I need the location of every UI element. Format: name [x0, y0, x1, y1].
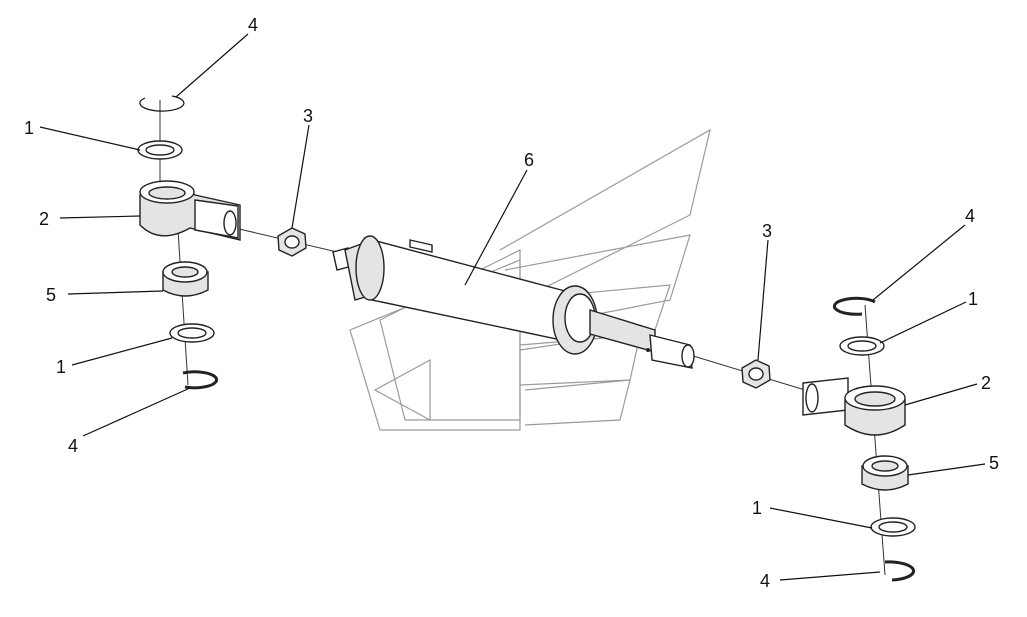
- callout-4-right-top: 4: [965, 206, 975, 226]
- bushing-left: [162, 261, 209, 297]
- hex-nut-right: [741, 359, 771, 389]
- callout-2-left: 2: [39, 209, 49, 229]
- retaining-ring-left-bottom: [182, 370, 219, 390]
- retaining-ring-right-bottom: [884, 560, 915, 582]
- washer-right-top: [839, 336, 885, 356]
- hydraulic-cylinder: [332, 235, 695, 369]
- callout-1-right-top: 1: [968, 289, 978, 309]
- bushing-right: [861, 455, 909, 491]
- callout-3-right: 3: [762, 221, 772, 241]
- callout-2-right: 2: [981, 373, 991, 393]
- callout-4-right-bottom: 4: [760, 571, 770, 591]
- assembly-axis-lines: [159, 100, 886, 576]
- callout-4-left-bottom: 4: [68, 436, 78, 456]
- retaining-ring-left-top: [139, 95, 185, 112]
- callout-6-cylinder: 6: [524, 150, 534, 170]
- callout-5-right: 5: [989, 453, 999, 473]
- callout-3-left: 3: [303, 106, 313, 126]
- callout-4-left-top: 4: [248, 15, 258, 35]
- rod-end-eye-right: [802, 377, 906, 436]
- washer-left-top: [137, 140, 183, 160]
- rod-end-eye-left: [139, 180, 241, 241]
- hex-nut-left: [277, 227, 307, 257]
- callout-1-left-top: 1: [24, 118, 34, 138]
- washer-right-bottom: [870, 517, 916, 537]
- washer-left-bottom: [169, 323, 215, 343]
- callout-labels: 4 1 2 5 1 4 3 6 3 4 1 2 5 1 4: [24, 15, 999, 591]
- retaining-ring-right-top: [832, 296, 876, 316]
- callout-1-right-bottom: 1: [752, 498, 762, 518]
- leader-lines: [39, 33, 986, 581]
- callout-1-left-bottom: 1: [56, 357, 66, 377]
- callout-5-left: 5: [46, 285, 56, 305]
